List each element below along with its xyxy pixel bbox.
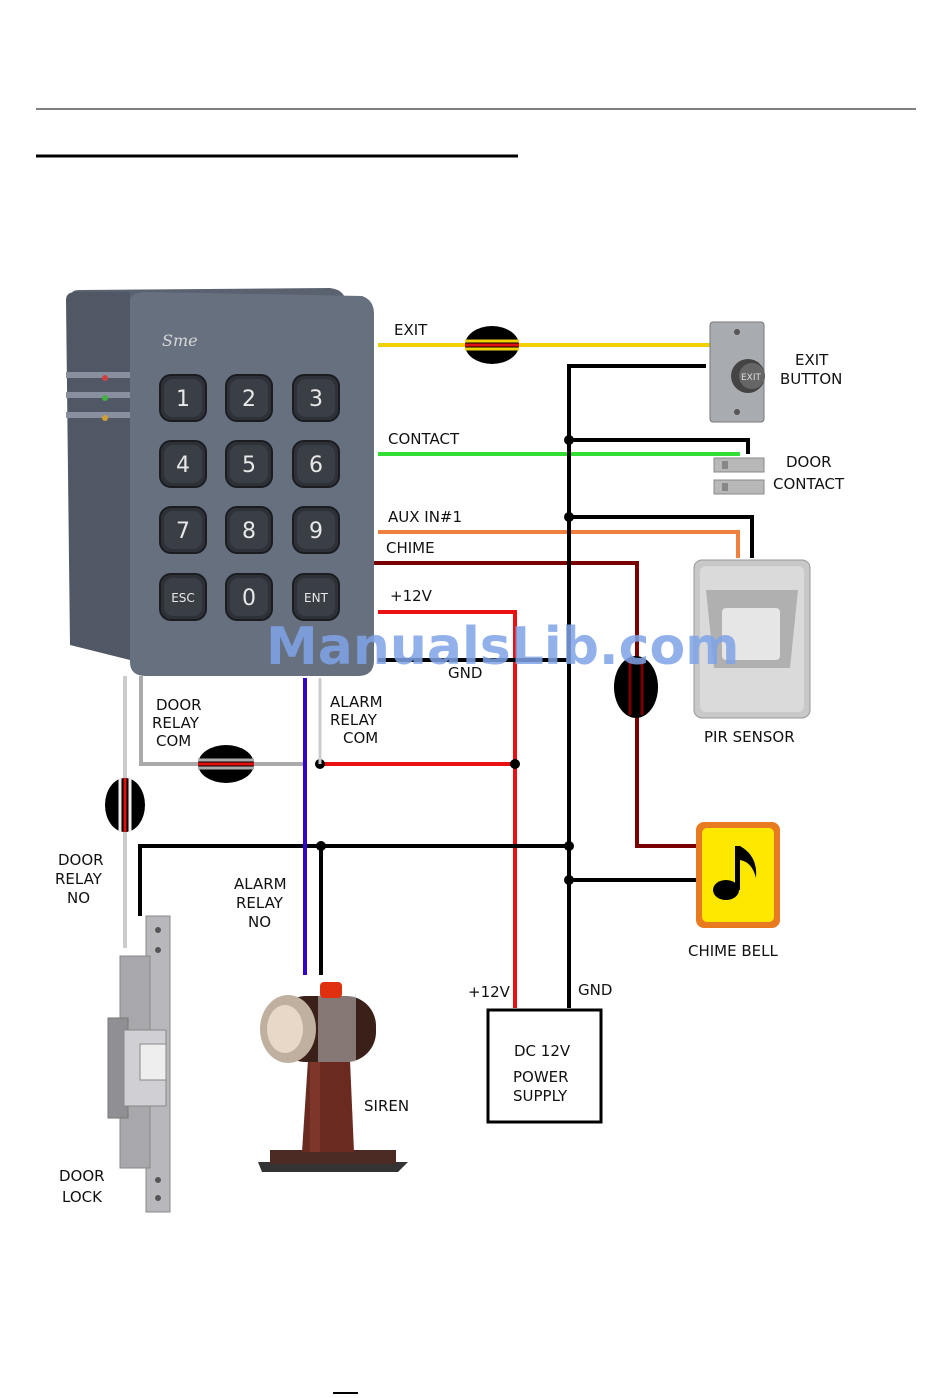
keypad-key-9[interactable]: 9 xyxy=(293,507,339,553)
label-ps-plus12v: +12V xyxy=(468,983,511,1001)
keypad-key-label: 2 xyxy=(242,387,256,412)
keypad-key-4[interactable]: 4 xyxy=(160,441,206,487)
keypad-key-label: 8 xyxy=(242,519,256,544)
keypad-key-ent[interactable]: ENT xyxy=(293,574,339,620)
keypad-brand-logo: Sme xyxy=(162,331,198,350)
watermark: ManualsLib.com xyxy=(266,617,739,677)
keypad-key-label: 6 xyxy=(309,453,323,478)
chime-bell-device xyxy=(696,822,780,928)
label-alarm-relay-com: ALARM RELAY COM xyxy=(330,693,387,747)
keypad-key-label: 1 xyxy=(176,387,190,412)
keypad-key-label: 4 xyxy=(176,453,190,478)
label-alarm-relay-no: ALARM RELAY NO xyxy=(234,875,291,931)
keypad-key-1[interactable]: 1 xyxy=(160,375,206,421)
keypad-key-5[interactable]: 5 xyxy=(226,441,272,487)
label-pir-sensor: PIR SENSOR xyxy=(704,728,795,746)
wire-gnd-pir xyxy=(569,517,752,558)
label-door-relay-no: DOOR RELAY NO xyxy=(55,851,108,907)
label-door-contact: DOOR CONTACT xyxy=(773,453,845,493)
keypad-key-label: 5 xyxy=(242,453,256,478)
label-chime: CHIME xyxy=(386,539,435,557)
led-amber xyxy=(102,415,108,421)
exit-button-device: EXIT xyxy=(710,322,765,422)
keypad-key-label: ENT xyxy=(304,591,329,605)
label-siren: SIREN xyxy=(364,1097,409,1115)
keypad-key-0[interactable]: 0 xyxy=(226,574,272,620)
led-red xyxy=(102,375,108,381)
label-door-lock: DOOR LOCK xyxy=(59,1167,109,1206)
label-contact: CONTACT xyxy=(388,430,460,448)
keypad-key-label: ESC xyxy=(171,591,195,605)
wire-gnd-lock xyxy=(140,846,569,916)
label-power-supply: DC 12V POWER SUPPLY xyxy=(513,1042,575,1105)
keypad-key-6[interactable]: 6 xyxy=(293,441,339,487)
label-exit-button: EXIT BUTTON xyxy=(780,351,842,388)
label-door-relay-com: DOOR RELAY COM xyxy=(152,696,206,750)
keypad-key-label: 0 xyxy=(242,586,256,611)
keypad-key-esc[interactable]: ESC xyxy=(160,574,206,620)
keypad-key-3[interactable]: 3 xyxy=(293,375,339,421)
wire-gnd-contact xyxy=(569,440,748,454)
exit-button-face: EXIT xyxy=(741,373,762,383)
siren-device xyxy=(258,982,408,1172)
label-ps-gnd: GND xyxy=(578,981,612,999)
keypad-key-7[interactable]: 7 xyxy=(160,507,206,553)
keypad-key-label: 3 xyxy=(309,387,323,412)
door-lock-device xyxy=(108,916,170,1212)
keypad-key-label: 7 xyxy=(176,519,190,544)
power-supply-box xyxy=(488,1010,601,1122)
keypad-key-8[interactable]: 8 xyxy=(226,507,272,553)
door-contact-device xyxy=(714,458,764,494)
label-aux-in: AUX IN#1 xyxy=(388,508,462,526)
label-exit: EXIT xyxy=(394,321,428,339)
label-chime-bell: CHIME BELL xyxy=(688,942,778,960)
keypad-key-2[interactable]: 2 xyxy=(226,375,272,421)
keypad-key-label: 9 xyxy=(309,519,323,544)
label-plus12v: +12V xyxy=(390,587,433,605)
led-green xyxy=(102,395,108,401)
